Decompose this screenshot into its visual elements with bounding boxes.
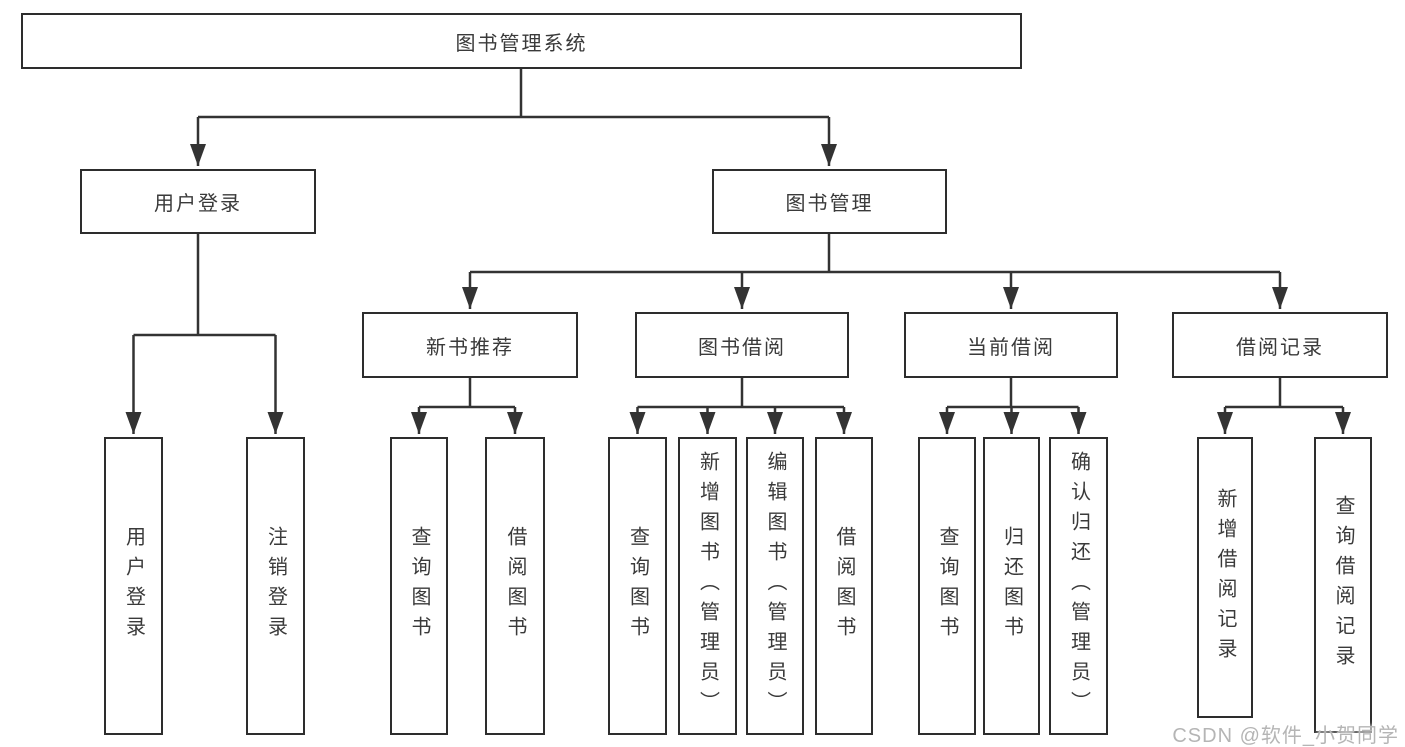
leaf-cb-return-books-label: 归还图书 [1000, 526, 1023, 646]
leaf-br-add-record: 新增借阅记录 [1197, 437, 1253, 718]
leaf-bb-add-book-admin: 新增图书（管理员） [678, 437, 737, 735]
leaf-user-login: 用户登录 [104, 437, 163, 735]
leaf-bb-borrow-books-label: 借阅图书 [833, 526, 855, 646]
node-new-book-recommend: 新书推荐 [362, 312, 578, 378]
leaf-bb-query-books: 查询图书 [608, 437, 667, 735]
leaf-logout-label: 注销登录 [264, 526, 287, 646]
leaf-bb-query-books-label: 查询图书 [626, 526, 649, 646]
leaf-cb-confirm-return-admin: 确认归还（管理员） [1049, 437, 1108, 735]
node-user-login-label: 用户登录 [154, 193, 242, 215]
leaf-nbr-borrow-books: 借阅图书 [485, 437, 545, 735]
leaf-cb-query-books: 查询图书 [918, 437, 976, 735]
leaf-cb-query-books-label: 查询图书 [936, 526, 958, 646]
leaf-nbr-query-books-label: 查询图书 [408, 526, 430, 646]
node-book-borrowing: 图书借阅 [635, 312, 849, 378]
leaf-br-add-record-label: 新增借阅记录 [1214, 487, 1236, 668]
leaf-nbr-borrow-books-label: 借阅图书 [504, 526, 526, 646]
watermark: CSDN @软件_小贺同学 [1172, 725, 1399, 747]
leaf-user-login-label: 用户登录 [122, 526, 145, 646]
node-borrow-records-label: 借阅记录 [1236, 336, 1324, 359]
node-current-borrowing: 当前借阅 [904, 312, 1118, 378]
node-book-management: 图书管理 [712, 169, 947, 234]
node-book-management-label: 图书管理 [785, 193, 874, 215]
leaf-bb-edit-book-admin-label: 编辑图书（管理员） [764, 451, 786, 721]
node-book-borrowing-label: 图书借阅 [698, 336, 786, 359]
node-user-login: 用户登录 [80, 169, 316, 234]
node-library-system: 图书管理系统 [21, 13, 1022, 69]
node-new-book-recommend-label: 新书推荐 [426, 336, 514, 359]
leaf-cb-return-books: 归还图书 [983, 437, 1040, 735]
leaf-cb-confirm-return-admin-label: 确认归还（管理员） [1067, 451, 1090, 721]
leaf-logout: 注销登录 [246, 437, 305, 735]
leaf-bb-add-book-admin-label: 新增图书（管理员） [696, 451, 719, 721]
leaf-bb-edit-book-admin: 编辑图书（管理员） [746, 437, 804, 735]
leaf-bb-borrow-books: 借阅图书 [815, 437, 873, 735]
node-borrow-records: 借阅记录 [1172, 312, 1388, 378]
leaf-nbr-query-books: 查询图书 [390, 437, 448, 735]
leaf-br-query-record-label: 查询借阅记录 [1332, 495, 1354, 675]
node-current-borrowing-label: 当前借阅 [967, 336, 1055, 359]
node-library-system-label: 图书管理系统 [455, 32, 588, 55]
leaf-br-query-record: 查询借阅记录 [1314, 437, 1372, 733]
